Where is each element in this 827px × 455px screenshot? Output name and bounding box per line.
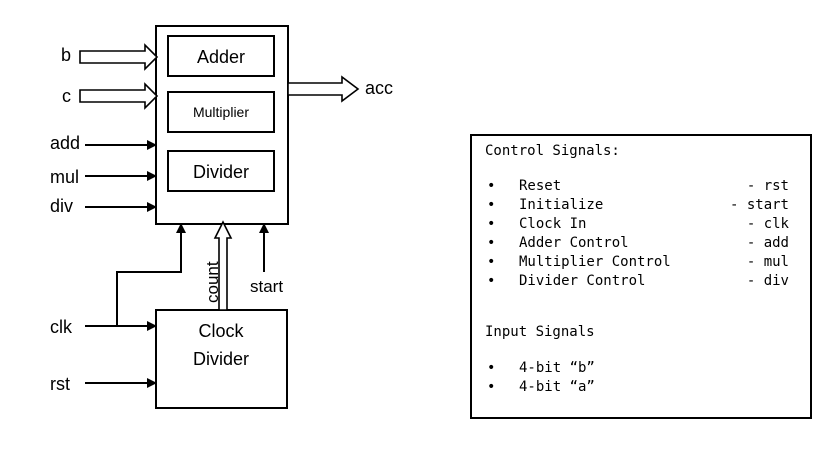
bullet-icon: • (487, 360, 495, 376)
signal-label-count: count (203, 261, 222, 303)
adder-label: Adder (197, 47, 245, 67)
signal-label-b: b (61, 45, 71, 65)
signal-label-add: add (50, 133, 80, 153)
clock-divider-block (155, 309, 288, 409)
signal-label-rst: rst (50, 374, 70, 394)
legend-input-heading: Input Signals (485, 324, 595, 340)
signal-label-clk: clk (50, 317, 73, 337)
legend-input-list: • 4-bit “b” • 4-bit “a” (487, 360, 595, 395)
legend-input-item: • 4-bit “a” (487, 379, 595, 395)
legend-input-name: 4-bit “a” (519, 379, 595, 395)
bullet-icon: • (487, 235, 495, 251)
legend-control-name: Divider Control (519, 273, 645, 289)
clock-divider-label-line1: Clock (198, 321, 244, 341)
legend-box (470, 134, 812, 419)
bullet-icon: • (487, 273, 495, 289)
bus-arrow-c (79, 82, 159, 110)
legend-control-signal: - add (747, 235, 789, 251)
legend-control-signal: - start (730, 197, 789, 213)
bullet-icon: • (487, 178, 495, 194)
legend-control-signal: - mul (747, 254, 789, 270)
legend-input-item: • 4-bit “b” (487, 360, 595, 376)
legend-control-item: • Initialize - start (487, 197, 789, 213)
multiplier-box (167, 91, 275, 133)
legend-control-signal: - div (747, 273, 789, 289)
bullet-icon: • (487, 254, 495, 270)
signal-label-div: div (50, 196, 73, 216)
legend-control-signal: - rst (747, 178, 789, 194)
legend-control-heading: Control Signals: (485, 143, 620, 159)
bus-arrow-b (79, 43, 159, 71)
legend-control-item: • Reset - rst (487, 178, 789, 194)
bus-arrow-count (213, 220, 233, 311)
signal-label-acc: acc (365, 78, 393, 98)
legend-control-signal: - clk (747, 216, 790, 232)
legend-control-list: • Reset - rst • Initialize - start • Clock In - … (487, 178, 790, 289)
signal-label-mul: mul (50, 167, 79, 187)
legend-control-item: • Divider Control - div (487, 273, 789, 289)
legend-control-name: Multiplier Control (519, 254, 671, 270)
legend-control-name: Clock In (519, 216, 586, 232)
divider-box (167, 150, 275, 192)
multiplier-label: Multiplier (193, 104, 249, 120)
legend-control-item: • Multiplier Control - mul (487, 254, 789, 270)
legend-control-name: Initialize (519, 197, 603, 213)
legend-control-item: • Clock In - clk (487, 216, 790, 232)
legend-control-name: Reset (519, 178, 561, 194)
wire-clk-branch (116, 223, 186, 326)
legend-control-name: Adder Control (519, 235, 629, 251)
bullet-icon: • (487, 216, 495, 232)
adder-box (167, 35, 275, 77)
clock-divider-label-line2: Divider (193, 349, 249, 369)
signal-label-c: c (62, 86, 71, 106)
bullet-icon: • (487, 379, 495, 395)
legend-input-name: 4-bit “b” (519, 360, 595, 376)
bus-arrow-acc (287, 75, 360, 103)
signal-label-start: start (250, 277, 283, 296)
legend-control-item: • Adder Control - add (487, 235, 789, 251)
bullet-icon: • (487, 197, 495, 213)
divider-label: Divider (193, 162, 249, 182)
